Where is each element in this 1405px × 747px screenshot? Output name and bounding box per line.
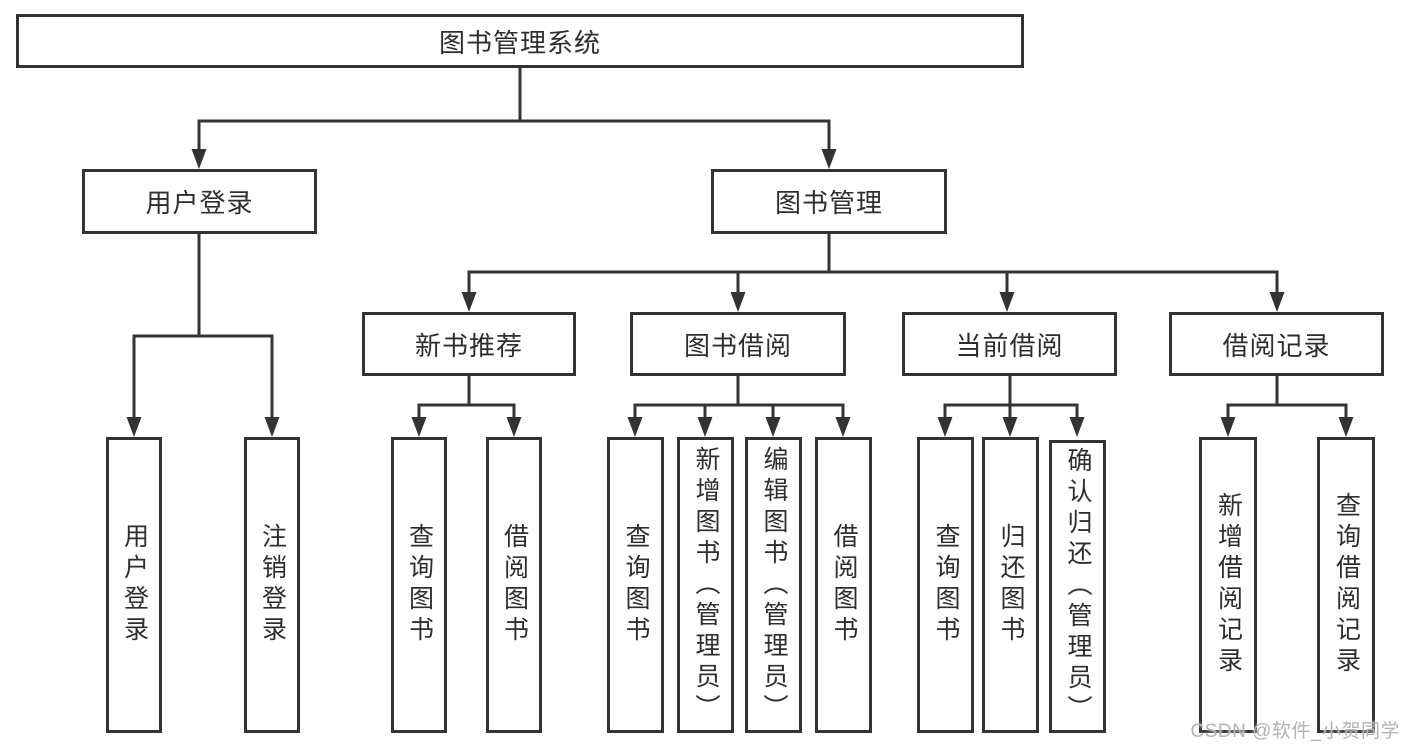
connector-recommend-to-leaves xyxy=(411,374,522,437)
node-new-book-recommend: 新书推荐 xyxy=(362,312,576,376)
connector-borrowing-to-leaves xyxy=(627,374,851,437)
node-user-login: 用户登录 xyxy=(82,169,317,234)
connector-records-to-leaves xyxy=(1220,374,1354,437)
leaf-records-query-record: 查询借阅记录 xyxy=(1317,437,1375,733)
connector-user-login-to-leaves xyxy=(126,232,280,437)
node-root: 图书管理系统 xyxy=(16,14,1024,68)
leaf-recommend-borrow-books: 借阅图书 xyxy=(486,437,542,733)
leaf-user-login: 用户登录 xyxy=(106,437,162,733)
node-book-borrowing: 图书借阅 xyxy=(630,312,846,376)
leaf-borrowing-add-books-admin: 新增图书（管理员） xyxy=(677,437,734,733)
leaf-current-query-books: 查询图书 xyxy=(917,437,974,733)
connector-root-to-level2 xyxy=(191,66,837,169)
connector-book-management-to-level3 xyxy=(461,232,1285,312)
leaf-borrowing-edit-books-admin: 编辑图书（管理员） xyxy=(745,437,802,733)
connector-current-to-leaves xyxy=(937,374,1085,437)
leaf-current-confirm-return-admin: 确认归还（管理员） xyxy=(1049,440,1106,733)
node-borrowing-records: 借阅记录 xyxy=(1169,312,1384,376)
node-current-borrowing: 当前借阅 xyxy=(902,312,1117,376)
leaf-borrowing-borrow-books: 借阅图书 xyxy=(815,437,872,733)
leaf-borrowing-query-books: 查询图书 xyxy=(607,437,664,733)
node-book-management: 图书管理 xyxy=(711,169,947,234)
leaf-logout: 注销登录 xyxy=(244,437,300,733)
leaf-records-add-record: 新增借阅记录 xyxy=(1199,437,1257,733)
leaf-current-return-books: 归还图书 xyxy=(982,437,1039,733)
csdn-watermark: CSDN @软件_小贺同学 xyxy=(1190,721,1400,742)
leaf-recommend-query-books: 查询图书 xyxy=(391,437,447,733)
